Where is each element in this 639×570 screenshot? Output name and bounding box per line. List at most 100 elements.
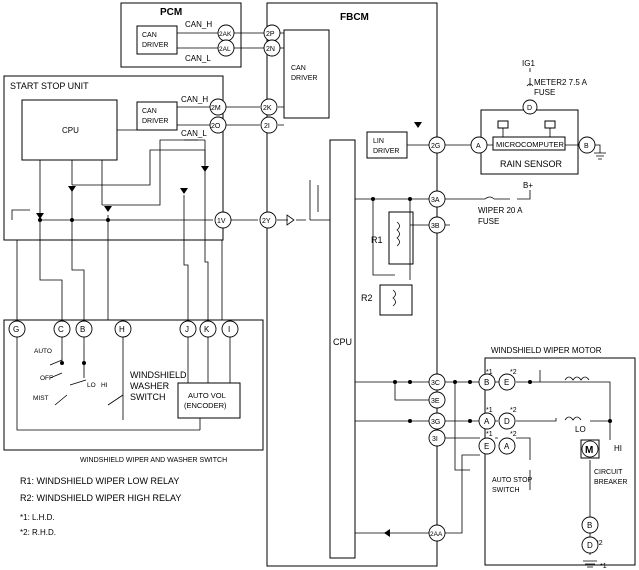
svg-text:3G: 3G bbox=[431, 419, 440, 426]
svg-text:G: G bbox=[13, 325, 19, 334]
pin-mot-d: D bbox=[498, 412, 516, 430]
rain-sensor-part-1 bbox=[497, 120, 509, 129]
fbcm-cpu-label: CPU bbox=[333, 337, 352, 347]
pin-3i: 3I bbox=[428, 429, 446, 447]
pin-2ak: 2AK bbox=[217, 24, 235, 42]
start-stop-cpu-label: CPU bbox=[62, 126, 79, 135]
pin-2g: 2G bbox=[428, 136, 446, 154]
svg-text:2Y: 2Y bbox=[262, 218, 271, 225]
svg-text:2M: 2M bbox=[211, 105, 221, 112]
fbcm-cpu-box bbox=[329, 139, 356, 559]
svg-text:1V: 1V bbox=[217, 218, 226, 225]
motor-title: WINDSHIELD WIPER MOTOR bbox=[491, 346, 602, 355]
svg-text:J: J bbox=[185, 325, 189, 334]
washer-label-2: WASHER bbox=[130, 381, 170, 391]
ss-can-driver-label-2: DRIVER bbox=[142, 118, 168, 125]
autostop-label-2: SWITCH bbox=[492, 487, 520, 494]
pin-2o: 2O bbox=[209, 116, 227, 134]
svg-text:A: A bbox=[476, 143, 481, 150]
breaker-label-2: BREAKER bbox=[594, 479, 627, 486]
motor-autostop-wire bbox=[444, 437, 531, 490]
pin-3b: 3B bbox=[428, 216, 446, 234]
motor-lo-wire bbox=[355, 370, 611, 440]
rain-sensor-inner-wires bbox=[502, 128, 551, 137]
relay-r1-box bbox=[388, 211, 414, 265]
relay-r2-label: R2 bbox=[361, 293, 373, 303]
switch-contacts bbox=[49, 359, 87, 406]
washer-label-3: SWITCH bbox=[130, 392, 166, 402]
motor-coil-2 bbox=[564, 416, 582, 421]
b-plus-feed bbox=[355, 190, 531, 200]
svg-text:I: I bbox=[228, 325, 230, 334]
pin-2i: 2I bbox=[260, 116, 278, 134]
pin-mot-e-top: E bbox=[498, 373, 516, 391]
motor-branch bbox=[454, 382, 470, 471]
pin-3c: 3C bbox=[428, 373, 446, 391]
switch-title: WINDSHIELD WIPER AND WASHER SWITCH bbox=[80, 457, 227, 464]
ss-input-wires bbox=[72, 139, 206, 206]
pin-sw-h: H bbox=[114, 320, 132, 338]
pcm-can-driver-label-1: CAN bbox=[142, 32, 157, 39]
pin-sw-c: C bbox=[53, 320, 71, 338]
pcm-title: PCM bbox=[160, 7, 182, 18]
ss-internal-wires bbox=[39, 129, 137, 210]
svg-text:H: H bbox=[119, 325, 125, 334]
b-plus-label: B+ bbox=[523, 181, 533, 190]
pin-1v: 1V bbox=[214, 211, 232, 229]
washer-label-1: WINDSHIELD bbox=[130, 370, 187, 380]
svg-text:B: B bbox=[584, 143, 589, 150]
note-star2-a: *2 bbox=[510, 369, 517, 376]
motor-m-box bbox=[580, 439, 600, 459]
legend-lhd: *1: L.H.D. bbox=[20, 513, 55, 522]
pcm-box bbox=[120, 2, 242, 68]
svg-text:B: B bbox=[587, 521, 592, 530]
svg-text:C: C bbox=[58, 325, 64, 334]
motor-coil-1 bbox=[564, 376, 590, 381]
pin-mot-a2: A bbox=[498, 437, 516, 455]
diode-icons bbox=[36, 122, 422, 537]
breaker-label-1: CIRCUIT bbox=[594, 469, 623, 476]
pin-2m: 2M bbox=[209, 98, 227, 116]
switch-auto-label: AUTO bbox=[34, 348, 52, 355]
pcm-can-h-label: CAN_H bbox=[185, 20, 212, 29]
svg-text:2AL: 2AL bbox=[219, 46, 231, 53]
fbcm-transistor bbox=[309, 180, 319, 220]
svg-text:A: A bbox=[504, 442, 510, 451]
pcm-can-driver-label-2: DRIVER bbox=[142, 42, 168, 49]
motor-hi-wire bbox=[355, 382, 610, 422]
switch-internal-wires bbox=[16, 330, 231, 431]
autostop-label-1: AUTO STOP bbox=[492, 477, 533, 484]
svg-text:2O: 2O bbox=[211, 123, 221, 130]
meter-fuse-symbol bbox=[526, 83, 534, 87]
pin-mot-e: E bbox=[478, 437, 496, 455]
fbcm-lin-driver-label-2: DRIVER bbox=[373, 148, 399, 155]
svg-text:B: B bbox=[80, 325, 85, 334]
note-star1-d: *1 bbox=[600, 563, 607, 570]
note-star2-d: *2 bbox=[596, 540, 603, 547]
svg-text:A: A bbox=[484, 417, 490, 426]
ss-can-l-label: CAN_L bbox=[181, 129, 207, 138]
fbcm-lin-driver-label-1: LIN bbox=[373, 138, 384, 145]
note-star2-c: *2 bbox=[510, 431, 517, 438]
fbcm-can-driver-box bbox=[283, 29, 330, 119]
switch-lo-label: LO bbox=[87, 382, 96, 389]
note-star2-b: *2 bbox=[510, 407, 517, 414]
svg-text:3A: 3A bbox=[431, 197, 440, 204]
pin-3e: 3E bbox=[428, 391, 446, 409]
rain-sensor-part-2 bbox=[544, 120, 556, 129]
relay-power-wires bbox=[372, 199, 450, 280]
svg-text:3B: 3B bbox=[431, 223, 440, 230]
svg-text:2AK: 2AK bbox=[219, 31, 232, 38]
fbcm-box bbox=[266, 2, 438, 567]
svg-text:E: E bbox=[484, 442, 489, 451]
pin-rain-a: A bbox=[470, 136, 488, 154]
rain-sensor-title: RAIN SENSOR bbox=[500, 159, 563, 169]
pin-sw-i: I bbox=[221, 320, 239, 338]
pin-rain-b: B bbox=[578, 136, 596, 154]
ss-can-h-label: CAN_H bbox=[181, 95, 208, 104]
switch-mist-label: MIST bbox=[33, 395, 49, 402]
ss-relay-wires bbox=[184, 139, 206, 185]
pin-3g: 3G bbox=[428, 412, 446, 430]
motor-hi-label: HI bbox=[614, 444, 622, 453]
